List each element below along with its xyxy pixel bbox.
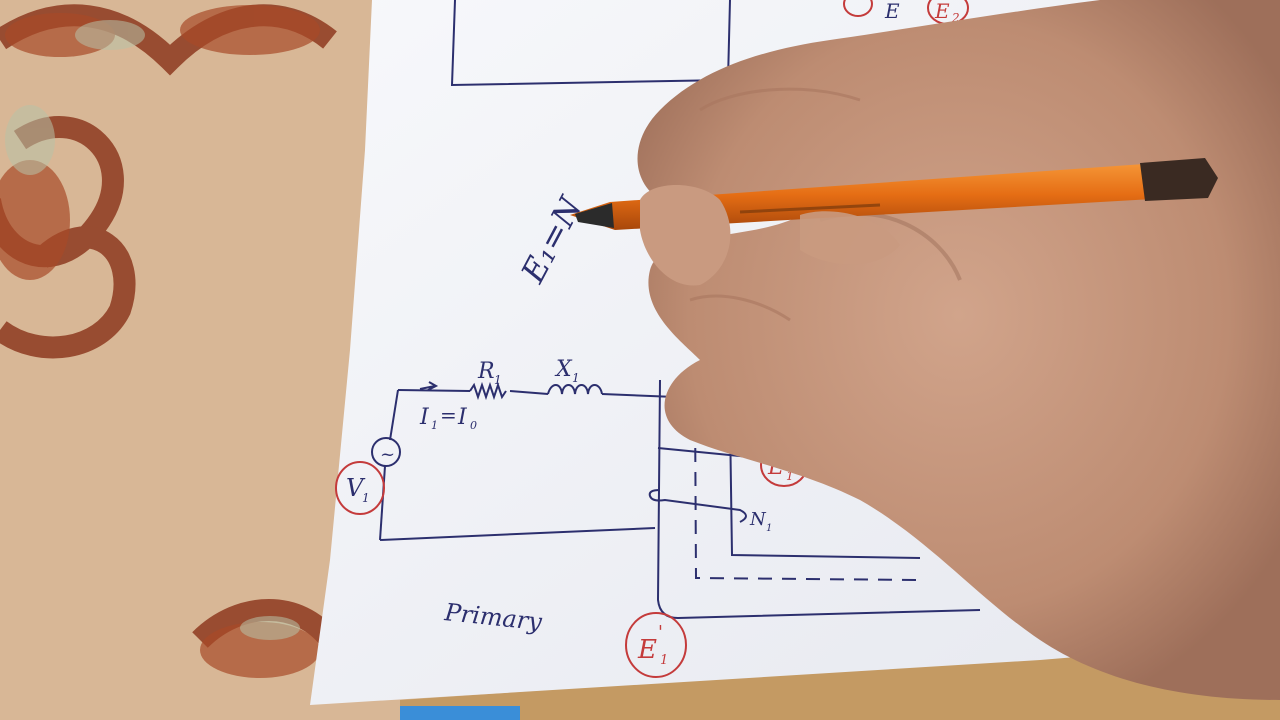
v1-subscript: 1 bbox=[362, 491, 370, 505]
v1-label-group: V 1 bbox=[335, 461, 385, 515]
n1-label: N bbox=[749, 509, 767, 530]
top-diagram bbox=[450, 0, 731, 87]
i0-subscript: 0 bbox=[470, 419, 477, 432]
fingers bbox=[640, 185, 900, 286]
table-edge bbox=[400, 640, 1280, 720]
i1-label: I bbox=[419, 405, 430, 430]
r1-subscript: 1 bbox=[494, 373, 502, 387]
blue-object bbox=[400, 706, 520, 720]
e2-label: E bbox=[934, 0, 950, 23]
pen bbox=[570, 158, 1218, 230]
circuit-wires bbox=[371, 381, 701, 541]
e1-prime-mark: ' bbox=[658, 622, 663, 643]
e1-subscript: 1 bbox=[786, 469, 794, 483]
top-note: E bbox=[884, 0, 900, 23]
x1-label: X bbox=[554, 357, 573, 382]
i1-subscript: 1 bbox=[431, 419, 438, 432]
n1-subscript: 1 bbox=[766, 523, 772, 534]
r1-label: R bbox=[477, 359, 495, 384]
rug-light-patches bbox=[5, 20, 300, 640]
source-symbol: ~ bbox=[380, 444, 395, 465]
e1-prime-label: E bbox=[637, 635, 657, 665]
n1-label-group: N 1 bbox=[749, 509, 772, 534]
current-label-group: I 1 = I 0 bbox=[419, 403, 477, 432]
x1-subscript: 1 bbox=[572, 371, 580, 385]
v1-label: V bbox=[346, 474, 366, 502]
r1-label-group: R 1 bbox=[477, 359, 502, 387]
equals-sign: = bbox=[440, 403, 457, 427]
x1-label-group: X 1 bbox=[554, 357, 580, 385]
e1-prime-label-group: E ' 1 bbox=[625, 612, 687, 678]
e1-prime-subscript: 1 bbox=[660, 653, 668, 668]
e2-subscript: 2 bbox=[951, 11, 960, 25]
i0-label: I bbox=[457, 405, 468, 430]
